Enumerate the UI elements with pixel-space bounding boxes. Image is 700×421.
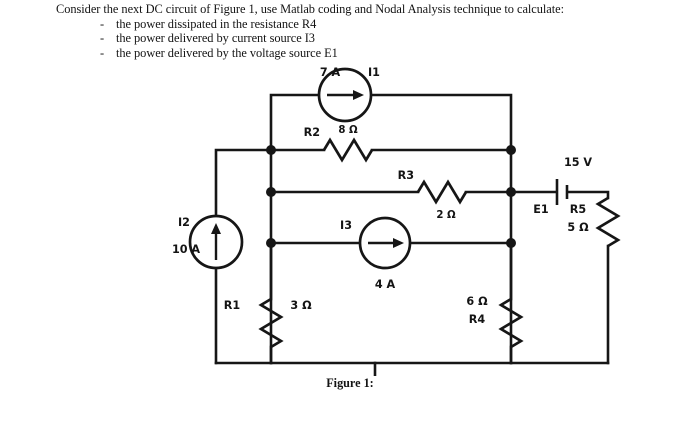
current-source-I1-name-label: I1 <box>368 66 380 79</box>
bullet-dash: - <box>100 16 105 31</box>
current-source-I2-arrowhead <box>211 223 221 234</box>
resistor-R4-zigzag <box>498 297 524 349</box>
resistor-R2-zigzag <box>322 137 374 163</box>
resistor-R2-name-label: R2 <box>304 126 320 139</box>
resistor-R3-name-label: R3 <box>398 169 414 182</box>
figure-caption: Figure 1: <box>0 376 700 391</box>
resistor-R4-name-label: R4 <box>469 313 486 326</box>
task-bullet-text: the power dissipated in the resistance R… <box>116 16 317 31</box>
resistor-R1-value-label: 3 Ω <box>290 299 312 312</box>
bullet-dash: - <box>100 31 105 46</box>
circuit-diagram: 7 A I1 R2 8 Ω R3 2 Ω I3 4 A <box>0 56 700 376</box>
resistor-R4-value-label: 6 Ω <box>466 295 488 308</box>
task-bullet-text: the power delivered by current source I3 <box>116 31 315 46</box>
problem-statement: Consider the next DC circuit of Figure 1… <box>56 2 656 60</box>
resistor-R5-name-label: R5 <box>570 203 586 216</box>
resistor-R2-value-label: 8 Ω <box>338 125 358 136</box>
current-source-I2-name-label: I2 <box>178 216 190 229</box>
node-dot-right-upper <box>506 145 516 155</box>
current-source-I3-name-label: I3 <box>340 219 352 232</box>
wire-I2-top-lead <box>214 148 273 218</box>
resistor-R1-zigzag <box>258 297 284 349</box>
task-bullet-item: -the power dissipated in the resistance … <box>56 17 656 32</box>
task-bullet-item: -the power delivered by current source I… <box>56 31 656 46</box>
resistor-R5-value-label: 5 Ω <box>567 221 589 234</box>
current-source-I1-arrowhead <box>353 90 364 100</box>
problem-intro-text: Consider the next DC circuit of Figure 1… <box>56 2 564 16</box>
wire-E1-right-lead <box>566 190 610 200</box>
current-source-I3-value-label: 4 A <box>375 278 396 291</box>
bullet-dash: - <box>100 45 105 60</box>
task-bullet-item: -the power delivered by the voltage sour… <box>56 46 656 61</box>
resistor-R3-zigzag <box>416 179 468 205</box>
wire-top-right-segment <box>369 93 513 152</box>
task-bullet-list: -the power dissipated in the resistance … <box>56 17 656 61</box>
current-source-I1-value-label: 7 A <box>320 66 341 79</box>
resistor-R3-value-label: 2 Ω <box>436 210 456 221</box>
resistor-R5-zigzag <box>595 196 621 248</box>
current-source-I3-arrowhead <box>393 238 404 248</box>
node-dot-left-middle <box>266 187 276 197</box>
voltage-source-E1-name-label: E1 <box>533 203 549 216</box>
task-bullet-text: the power delivered by the voltage sourc… <box>116 45 338 60</box>
wire-top-left-segment <box>269 93 321 152</box>
figure-caption-text: Figure 1: <box>326 376 374 390</box>
resistor-R1-name-label: R1 <box>224 299 241 312</box>
voltage-source-E1-value-label: 15 V <box>564 156 592 169</box>
current-source-I2-value-label: 10 A <box>172 243 200 256</box>
